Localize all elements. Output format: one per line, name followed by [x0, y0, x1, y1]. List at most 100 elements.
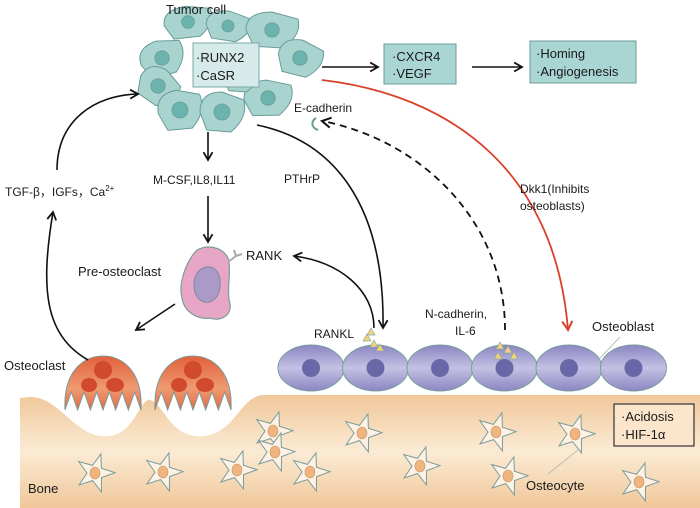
tumor-cell — [243, 79, 293, 117]
osteoclast-cell — [154, 355, 232, 412]
osteoblast-group — [277, 344, 667, 392]
osteoblast-nucleus — [431, 359, 449, 377]
osteocyte-nucleus — [304, 465, 316, 479]
tumor-cell — [205, 10, 252, 43]
ligand-triangle-icon — [366, 327, 376, 336]
il6-label: IL-6 — [455, 324, 476, 338]
tumor-nucleus — [213, 103, 231, 121]
osteocyte-group — [77, 410, 661, 503]
tumor-markers-box: ·RUNX2 ·CaSR — [192, 42, 260, 88]
ligand-triangle-icon — [362, 333, 372, 342]
osteoblast-nucleus — [366, 359, 385, 377]
arrow-growth-factors-to-tumor — [56, 88, 140, 171]
dkk1-label-line2: osteoblasts) — [520, 199, 585, 213]
pre-osteoclast-cell — [180, 246, 243, 320]
arrow-rankl-to-rank — [292, 251, 375, 329]
osteoclast-group — [64, 355, 232, 412]
ligand-triangle-icon — [369, 339, 379, 348]
e-cadherin-label: E-cadherin — [294, 101, 352, 115]
tumor-cell — [199, 91, 246, 133]
tumor-cell — [157, 89, 203, 131]
osteocyte-cell — [557, 413, 597, 455]
arrow-pthrp — [256, 124, 389, 330]
runx2-label: ·RUNX2 — [196, 50, 244, 65]
osteoclast-nucleus — [106, 378, 124, 392]
bone-conditions-box: ·Acidosis ·HIF-1α — [613, 403, 695, 447]
osteoblast-nucleus — [560, 359, 578, 377]
pthrp-label: PTHrP — [284, 172, 320, 186]
arrow-dkk1-red — [321, 79, 574, 333]
osteocyte-cell — [219, 449, 259, 491]
tumor-nucleus — [221, 19, 235, 33]
n-cadherin-label: N-cadherin, — [425, 307, 487, 321]
osteocyte-cell — [490, 455, 530, 497]
ligand-triangle-icon — [503, 345, 513, 354]
bone-matrix — [20, 395, 700, 508]
arrow-preosteoclast-to-osteoclast — [134, 303, 176, 332]
ligand-triangle-icon — [493, 351, 503, 360]
cxcr4-label: ·CXCR4 — [392, 49, 440, 64]
dkk1-label-line1: Dkk1(Inhibits — [520, 182, 589, 196]
tumor-nucleus — [150, 78, 166, 94]
osteoblast-nucleus — [302, 359, 320, 377]
osteoblast-pointer — [599, 336, 621, 359]
tumor-nucleus — [154, 50, 170, 66]
osteocyte-cell — [478, 411, 518, 453]
osteocyte-nucleus — [231, 463, 243, 477]
osteocyte-cell — [402, 445, 442, 487]
tumor-nucleus — [171, 101, 189, 119]
rank-receptor-icon — [227, 249, 243, 263]
ligand-triangles — [362, 327, 519, 360]
osteocyte-cell — [292, 451, 332, 493]
osteoblast-cell — [406, 344, 474, 392]
ligand-triangle-icon — [375, 343, 385, 352]
homing-angiogenesis-box: ·Homing ·Angiogenesis — [529, 40, 637, 84]
tumor-nucleus — [292, 50, 308, 66]
osteoclast-nucleus — [81, 378, 97, 392]
osteocyte-nucleus — [267, 424, 279, 438]
rank-label: RANK — [246, 248, 282, 263]
osteocyte-cell — [257, 431, 297, 473]
pre-osteoclast-label: Pre-osteoclast — [78, 264, 161, 279]
growth-factors-label: TGF-β，IGFs，Ca2+ — [5, 184, 115, 199]
hif1a-label: ·HIF-1α — [621, 427, 666, 442]
osteoblast-nucleus — [495, 359, 514, 377]
osteoclast-nucleus — [196, 378, 214, 392]
osteocyte-nucleus — [269, 445, 281, 459]
osteocyte-nucleus — [490, 425, 502, 439]
osteocyte-cell — [621, 461, 661, 503]
acidosis-label: ·Acidosis — [621, 409, 674, 424]
rankl-label: RANKL — [314, 327, 354, 341]
tumor-nucleus — [260, 90, 276, 106]
osteoblast-cell — [535, 344, 603, 392]
tumor-cell — [163, 5, 213, 40]
tumor-cell-label: Tumor cell — [166, 2, 226, 17]
bone-surface — [20, 395, 700, 508]
osteoclast-label: Osteoclast — [4, 358, 66, 373]
osteoclast-nucleus — [171, 378, 187, 392]
osteoclast-cell — [64, 355, 142, 412]
osteocyte-cell — [77, 452, 117, 494]
tumor-cell — [245, 11, 300, 49]
osteocyte-pointer — [547, 449, 579, 475]
osteocyte-nucleus — [157, 465, 169, 479]
casr-label: ·CaSR — [196, 68, 235, 83]
osteocyte-label: Osteocyte — [526, 478, 585, 493]
osteoblast-cell — [600, 344, 667, 392]
arrow-ncadherin-dashed — [320, 116, 506, 331]
osteocyte-cell — [145, 451, 185, 493]
osteocyte-cell — [344, 412, 384, 454]
osteocyte-nucleus — [89, 466, 101, 480]
cxcr4-vegf-box: ·CXCR4 ·VEGF — [383, 43, 457, 85]
ligand-triangle-icon — [495, 341, 505, 350]
angiogenesis-label: ·Angiogenesis — [536, 64, 619, 79]
osteocyte-nucleus — [356, 426, 368, 440]
osteocyte-nucleus — [414, 459, 426, 473]
osteoclast-nucleus — [94, 361, 112, 379]
osteoblast-cell — [471, 344, 538, 392]
vegf-label: ·VEGF — [392, 66, 432, 81]
osteoblast-label: Osteoblast — [592, 319, 655, 334]
osteocyte-nucleus — [633, 475, 645, 489]
ligand-triangle-icon — [509, 351, 519, 360]
